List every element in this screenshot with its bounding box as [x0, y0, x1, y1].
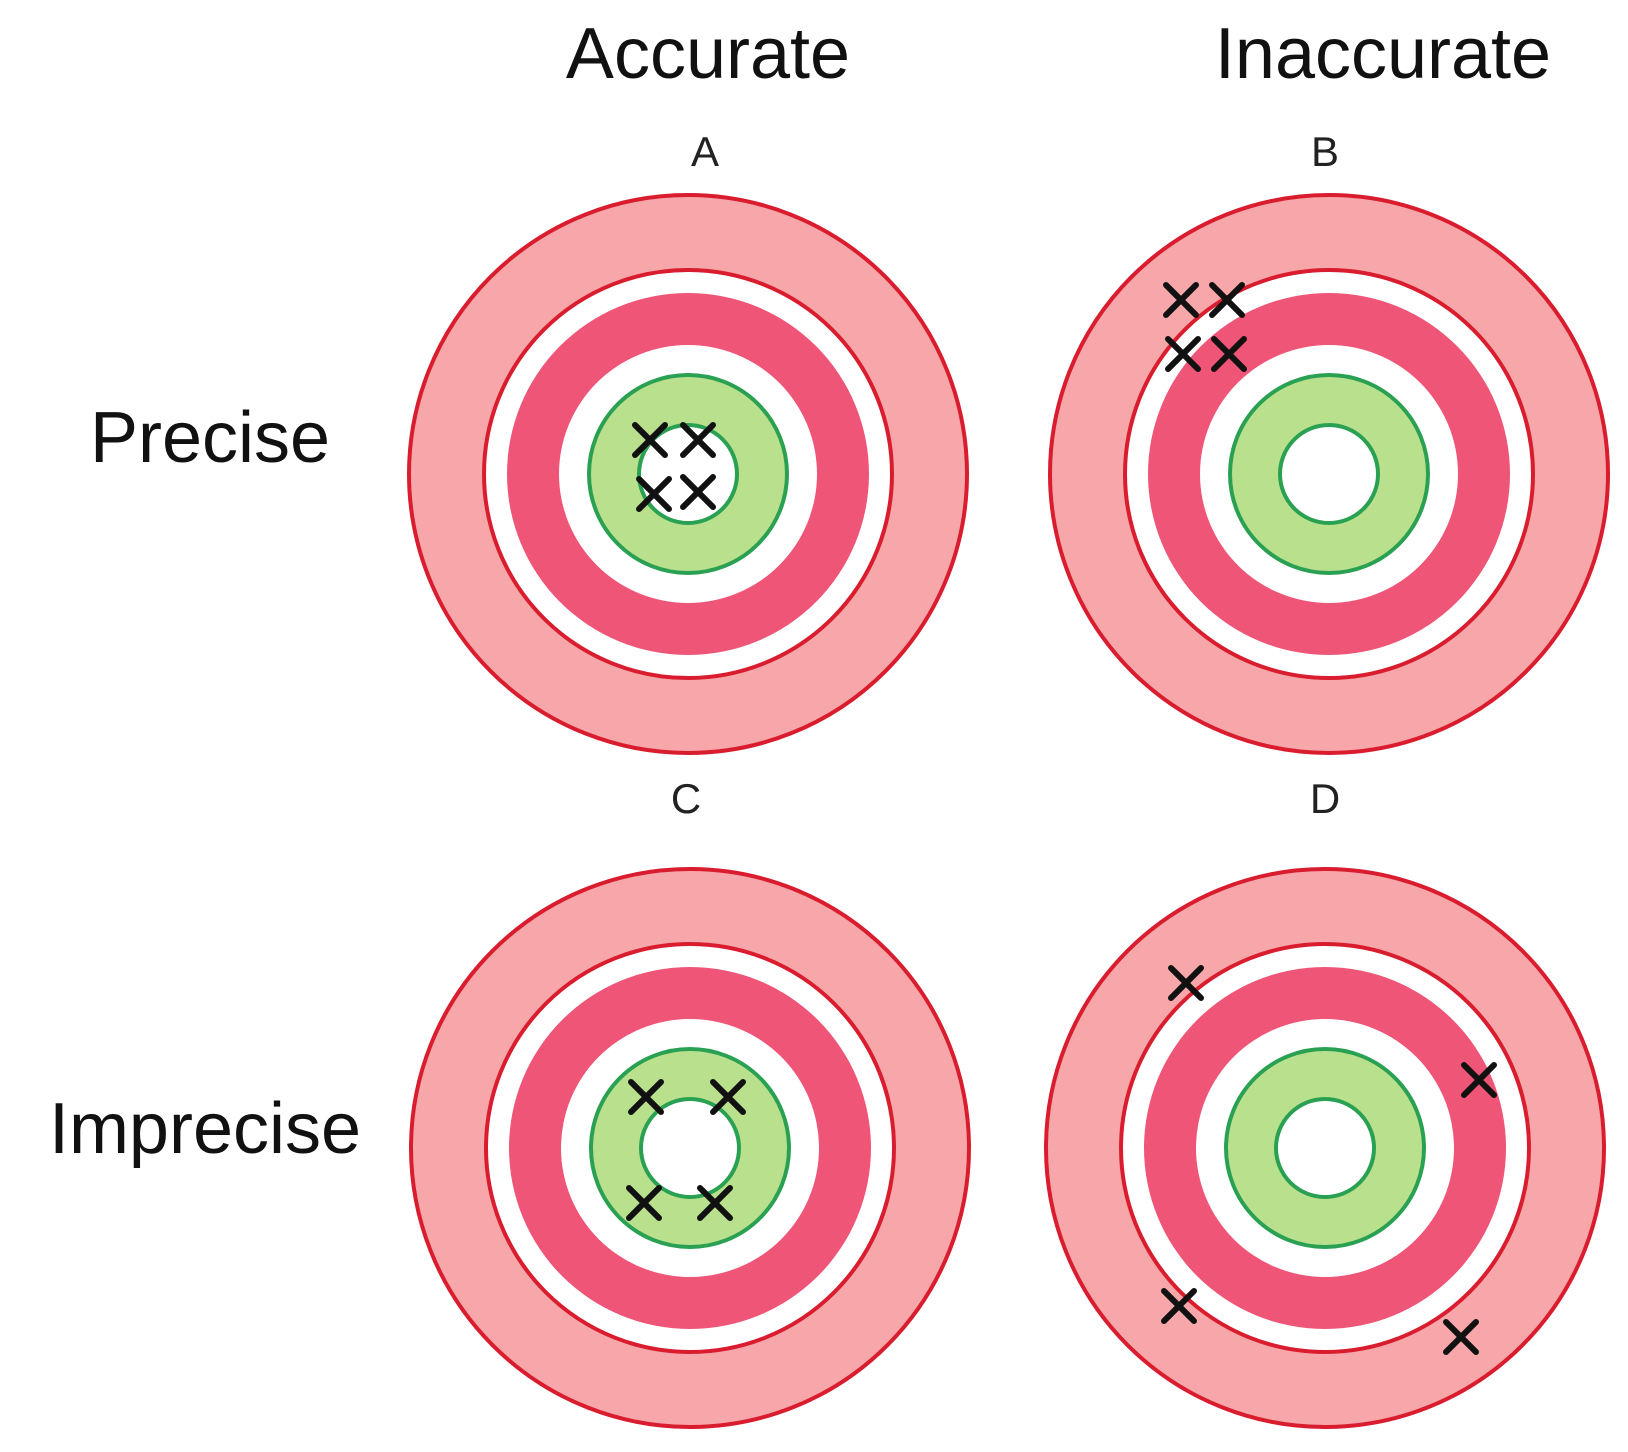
x-mark-icon	[1461, 1062, 1497, 1098]
x-mark-icon	[1443, 1319, 1479, 1355]
x-mark-icon	[1165, 336, 1201, 372]
accurate-column-header: Accurate	[566, 14, 850, 94]
x-mark-icon	[680, 474, 716, 510]
precise-row-label: Precise	[90, 398, 330, 478]
target-d-marks	[1161, 965, 1497, 1355]
target-c-marks	[626, 1079, 746, 1221]
target-b-label: B	[1311, 128, 1339, 175]
target-d-label: D	[1310, 775, 1340, 822]
x-mark-icon	[636, 476, 672, 512]
target-c: C	[409, 775, 971, 1429]
target-c-mark-4-stroke-b	[697, 1185, 733, 1221]
x-mark-icon	[632, 422, 668, 458]
target-b-mark-4-stroke-b	[1211, 336, 1247, 372]
target-c-center	[639, 1097, 741, 1199]
target-c-mark-3-stroke-b	[626, 1185, 662, 1221]
target-b-mark-2-stroke-b	[1209, 282, 1245, 318]
target-b-center	[1278, 423, 1380, 525]
x-mark-icon	[626, 1185, 662, 1221]
x-mark-icon	[680, 422, 716, 458]
x-mark-icon	[1163, 282, 1199, 318]
target-b: B	[1048, 128, 1610, 755]
imprecise-row-label: Imprecise	[49, 1089, 361, 1169]
target-c-mark-2-stroke-b	[710, 1079, 746, 1115]
inaccurate-column-header: Inaccurate	[1215, 14, 1551, 94]
target-d-mark-2-stroke-b	[1461, 1062, 1497, 1098]
target-c-mark-1-stroke-b	[628, 1079, 664, 1115]
target-c-rings	[409, 867, 971, 1429]
target-a: A	[407, 128, 969, 755]
x-mark-icon	[628, 1079, 664, 1115]
target-a-marks	[632, 422, 716, 512]
x-mark-icon	[697, 1185, 733, 1221]
x-mark-icon	[1209, 282, 1245, 318]
target-b-mark-1-stroke-b	[1163, 282, 1199, 318]
target-a-mark-3-stroke-b	[636, 476, 672, 512]
x-mark-icon	[1211, 336, 1247, 372]
target-a-mark-1-stroke-b	[632, 422, 668, 458]
target-c-label: C	[671, 775, 701, 822]
target-b-marks	[1163, 282, 1247, 372]
target-a-rings	[407, 193, 969, 755]
target-d: D	[1044, 775, 1606, 1429]
target-d-rings	[1044, 867, 1606, 1429]
target-b-rings	[1048, 193, 1610, 755]
target-d-center	[1274, 1097, 1376, 1199]
target-a-label: A	[691, 128, 719, 175]
x-mark-icon	[1161, 1288, 1197, 1324]
target-d-mark-4-stroke-b	[1443, 1319, 1479, 1355]
target-b-mark-3-stroke-b	[1165, 336, 1201, 372]
target-d-mark-3-stroke-b	[1161, 1288, 1197, 1324]
x-mark-icon	[710, 1079, 746, 1115]
target-d-mark-1-stroke-b	[1168, 965, 1204, 1001]
target-a-mark-4-stroke-b	[680, 474, 716, 510]
target-a-mark-2-stroke-b	[680, 422, 716, 458]
x-mark-icon	[1168, 965, 1204, 1001]
